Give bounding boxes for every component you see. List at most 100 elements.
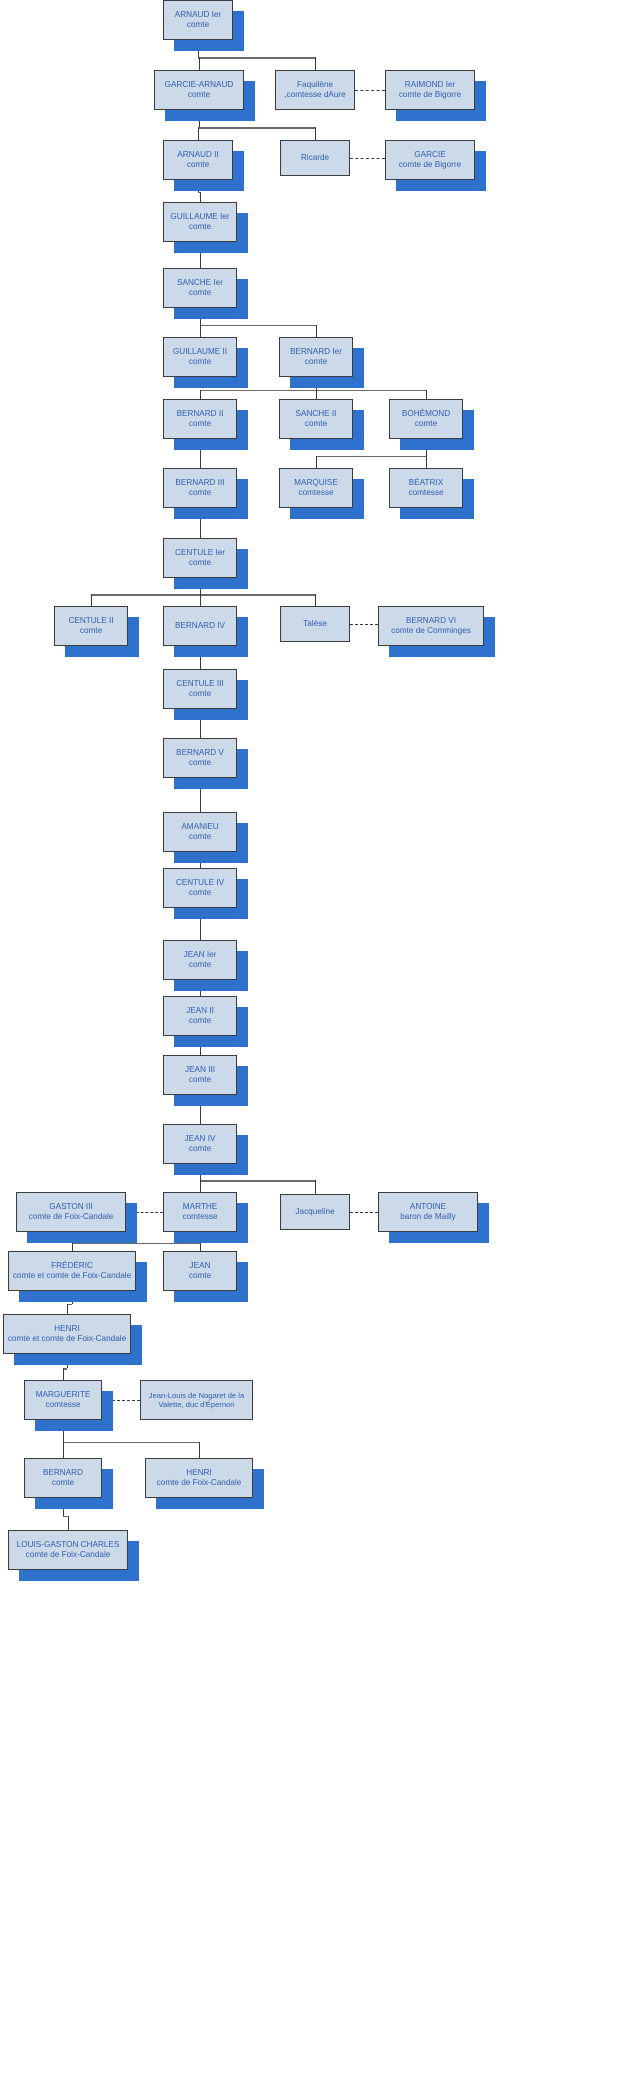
person-name: CENTULE II (68, 616, 114, 625)
connector-line-vertical (316, 324, 318, 337)
person-name: Talèse (303, 619, 327, 628)
person-node-bernard4[interactable]: BERNARD IV (163, 606, 237, 646)
person-title: comte (187, 90, 211, 99)
marriage-link (355, 90, 385, 91)
person-name: RAIMOND Ier (404, 80, 456, 89)
person-name: CENTULE IV (175, 878, 225, 887)
marriage-link (350, 624, 378, 625)
connector-line-horizontal (200, 324, 316, 327)
connector-line-vertical (199, 57, 201, 70)
connector-line-vertical (316, 389, 318, 399)
person-name: BERNARD IV (174, 621, 226, 630)
person-name: BERNARD (42, 1468, 84, 1477)
person-name: CENTULE III (176, 679, 224, 688)
person-name: HENRI (54, 1324, 80, 1333)
connector-line-vertical (200, 1095, 202, 1124)
person-title: comte (188, 1271, 212, 1280)
connector-line-vertical (91, 594, 93, 606)
connector-line-horizontal (91, 594, 315, 596)
person-title: comte (304, 419, 328, 428)
person-name: Ricarde (300, 153, 330, 162)
person-name: HENRI (186, 1468, 212, 1477)
person-title: comte (188, 689, 212, 698)
connector-line-vertical (200, 324, 202, 337)
person-name: FRÉDÉRIC (51, 1261, 93, 1270)
person-name: MARQUISE (294, 478, 338, 487)
person-title: comte (188, 288, 212, 297)
connector-line-horizontal (63, 1442, 199, 1444)
person-node-ricarde[interactable]: Ricarde (280, 140, 350, 176)
connector-line-horizontal (200, 1180, 315, 1182)
person-title: comte (79, 626, 103, 635)
person-name: BÉATRIX (408, 478, 444, 487)
person-name: GUILLAUME II (172, 347, 228, 356)
person-name: BERNARD V (176, 748, 224, 757)
connector-line-horizontal (198, 192, 200, 194)
connector-line-vertical (316, 455, 318, 468)
person-title: comte (186, 20, 210, 29)
person-node-faquilene[interactable]: Faquilène,comtesse dAure (275, 70, 355, 110)
person-name: JEAN II (186, 1006, 214, 1015)
person-name: GASTON III (49, 1202, 93, 1211)
person-name: JEAN Ier (183, 950, 217, 959)
connector-line-vertical (426, 389, 428, 399)
person-title: comtesse (182, 1212, 218, 1221)
person-title: comte (188, 222, 212, 231)
person-title: baron de Mailly (400, 1212, 456, 1221)
connector-line-vertical (63, 1368, 65, 1380)
person-title: comte (304, 357, 328, 366)
person-title: comte (188, 558, 212, 567)
marriage-link (350, 158, 385, 159)
person-node-talese[interactable]: Talèse (280, 606, 350, 642)
connector-line-horizontal (63, 1368, 67, 1370)
connector-line-vertical (426, 455, 428, 468)
person-name: BERNARD Ier (290, 347, 342, 356)
connector-line-vertical (200, 439, 202, 468)
person-title: ,comtesse dAure (284, 90, 346, 99)
person-name: ARNAUD II (177, 150, 219, 159)
connector-line-horizontal (198, 127, 315, 129)
person-node-jacqueline[interactable]: Jacqueline (280, 1194, 350, 1230)
person-title: comte (188, 888, 212, 897)
marriage-link (350, 1212, 378, 1213)
connector-line-vertical (200, 389, 202, 399)
